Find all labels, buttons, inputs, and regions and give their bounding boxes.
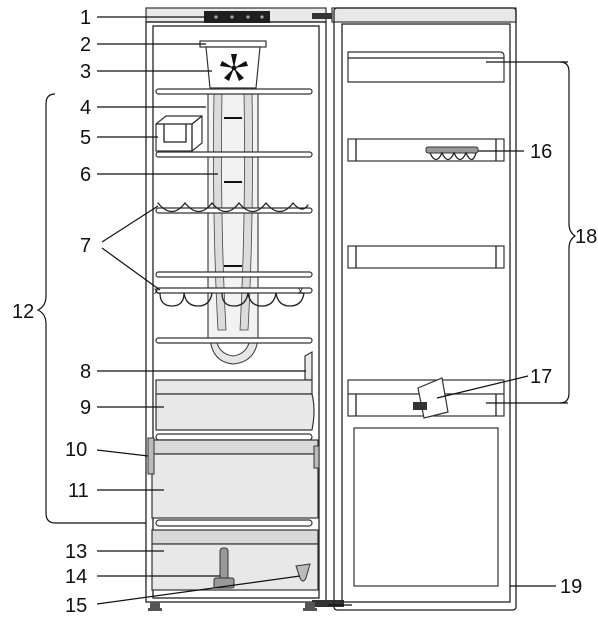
air-duct — [207, 89, 259, 365]
bottom-hinge — [312, 600, 344, 607]
svg-text:x: x — [154, 286, 159, 297]
bottom-drawer — [151, 529, 319, 591]
large-drawer — [147, 433, 320, 527]
drawer-rail-left — [147, 437, 155, 475]
label-19: 19 — [560, 576, 582, 598]
door-bottom-bin — [353, 427, 499, 587]
label-5: 5 — [80, 127, 91, 149]
label-12: 12 — [12, 301, 34, 323]
svg-text:x: x — [298, 286, 303, 297]
label-10: 10 — [65, 439, 87, 461]
label-11: 11 — [68, 480, 89, 502]
label-3: 3 — [80, 61, 91, 83]
bracket-12 — [36, 93, 146, 524]
fan-icon — [220, 54, 248, 81]
leader-lines — [96, 16, 568, 606]
crisper-drawer — [155, 379, 315, 431]
label-17: 17 — [530, 366, 552, 388]
label-13: 13 — [65, 541, 87, 563]
drawer-rail-right — [313, 445, 320, 469]
glass-shelves — [155, 88, 313, 344]
wine-rack-upper — [155, 201, 313, 214]
fan-unit — [199, 40, 267, 89]
egg-tray — [425, 146, 479, 161]
label-15: 15 — [65, 595, 87, 617]
fridge-cabinet — [145, 7, 344, 611]
bracket-18 — [559, 61, 577, 404]
divider — [304, 350, 313, 381]
label-1: 1 — [80, 7, 91, 29]
control-panel — [204, 11, 270, 23]
fridge-door — [331, 7, 517, 611]
label-2: 2 — [80, 34, 91, 56]
wine-rack-lower: x x — [154, 286, 313, 307]
small-accessory — [295, 563, 311, 582]
label-6: 6 — [80, 164, 91, 186]
shelf-box — [155, 115, 203, 152]
label-14: 14 — [65, 566, 87, 588]
label-9: 9 — [80, 397, 91, 419]
top-hinge — [312, 13, 344, 19]
label-8: 8 — [80, 361, 91, 383]
door-compartment-top — [347, 51, 505, 83]
callout-labels: 1 2 3 4 5 6 7 8 9 10 11 12 13 14 15 16 1… — [12, 7, 597, 617]
bottle-retainer — [413, 377, 449, 419]
label-7: 7 — [80, 235, 91, 257]
door-shelf-middle — [347, 245, 505, 269]
label-18: 18 — [575, 226, 597, 248]
front-foot-left — [150, 602, 160, 610]
front-foot-right — [305, 602, 315, 610]
label-16: 16 — [530, 141, 552, 163]
label-4: 4 — [80, 97, 91, 119]
